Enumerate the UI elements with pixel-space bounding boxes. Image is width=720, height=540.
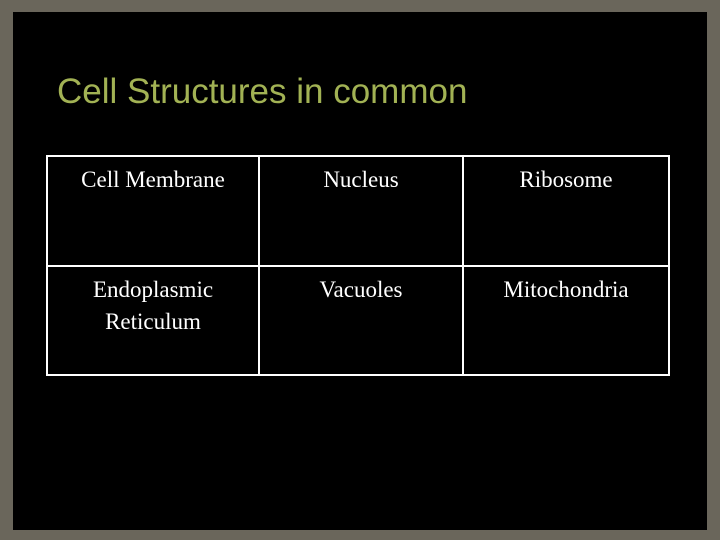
- table-row: Endoplasmic Reticulum Vacuoles Mitochond…: [46, 265, 670, 376]
- table-cell-vacuoles: Vacuoles: [258, 265, 464, 376]
- table-cell-nucleus: Nucleus: [258, 155, 464, 267]
- table-row: Cell Membrane Nucleus Ribosome: [46, 155, 670, 267]
- table-cell-mitochondria: Mitochondria: [462, 265, 670, 376]
- table-cell-cell-membrane: Cell Membrane: [46, 155, 260, 267]
- slide-title: Cell Structures in common: [57, 72, 468, 111]
- table-cell-ribosome: Ribosome: [462, 155, 670, 267]
- common-structures-table: Cell Membrane Nucleus Ribosome Endoplasm…: [46, 155, 670, 376]
- slide-canvas: Cell Structures in common Cell Membrane …: [13, 12, 707, 530]
- table-cell-endoplasmic-reticulum: Endoplasmic Reticulum: [46, 265, 260, 376]
